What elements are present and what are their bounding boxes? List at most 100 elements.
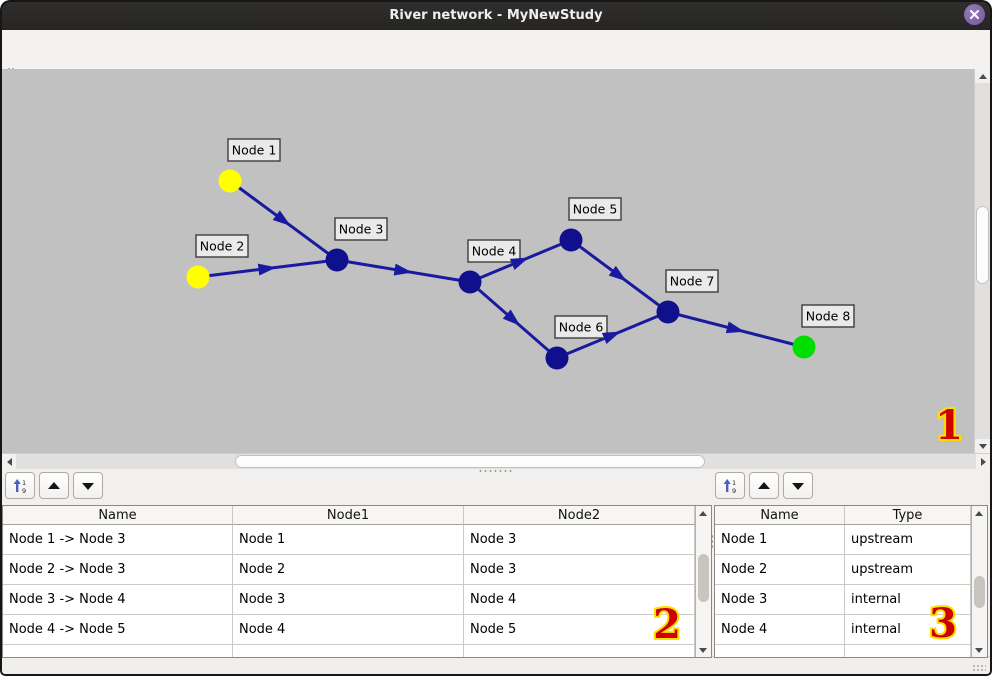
canvas-vertical-scrollbar[interactable]	[974, 69, 990, 453]
window-resize-grip[interactable]	[972, 664, 986, 672]
svg-text:9: 9	[732, 487, 736, 494]
node-label-box[interactable]	[554, 315, 608, 339]
table-cell[interactable]: Node 4 -> Node 5	[3, 615, 233, 645]
edge-arrow-icon[interactable]	[272, 210, 291, 226]
arrow-down-icon	[975, 647, 983, 653]
scroll-up-button[interactable]	[696, 506, 710, 520]
table-cell[interactable]: Node 2	[233, 555, 464, 585]
node-label-box[interactable]	[801, 304, 855, 328]
table-cell[interactable]	[233, 645, 464, 657]
edge-arrow-icon[interactable]	[393, 263, 413, 276]
table-cell[interactable]: Node 2	[715, 555, 845, 585]
node-label: Node 3	[339, 222, 384, 237]
node-node-2[interactable]	[186, 265, 210, 289]
node-label-box[interactable]	[227, 138, 281, 162]
table-cell[interactable]: Node 3	[233, 585, 464, 615]
close-button[interactable]	[964, 4, 985, 25]
node-label-box[interactable]	[568, 197, 622, 221]
table-cell[interactable]: Node 3	[464, 555, 695, 585]
column-header[interactable]: Node2	[464, 506, 695, 525]
edge-arrow-icon[interactable]	[725, 321, 745, 334]
table-cell[interactable]	[464, 645, 695, 657]
nodes-table-scrollbar[interactable]	[971, 506, 987, 657]
table-cell[interactable]: Node 3	[464, 525, 695, 555]
column-header[interactable]: Node1	[233, 506, 464, 525]
table-cell[interactable]: Node 1	[233, 525, 464, 555]
move-up-icon	[48, 481, 60, 489]
arrow-up-icon	[975, 510, 983, 516]
reaches-scroll-thumb[interactable]	[698, 554, 709, 602]
node-node-5[interactable]	[559, 228, 583, 252]
step-annotation-3: 3	[927, 600, 959, 647]
canvas-horizontal-scrollbar[interactable]	[2, 453, 990, 469]
node-label-box[interactable]	[665, 269, 719, 293]
column-header[interactable]: Name	[715, 506, 845, 525]
vertical-splitter-handle[interactable]	[710, 534, 714, 550]
table-cell[interactable]: Node 1	[715, 525, 845, 555]
nodes-sort-button[interactable]: 1 9	[715, 472, 745, 499]
edge-arrow-icon[interactable]	[608, 265, 627, 282]
titlebar[interactable]: River network - MyNewStudy	[0, 0, 992, 30]
table-cell[interactable]: Node 2 -> Node 3	[3, 555, 233, 585]
edge-arrow-icon[interactable]	[257, 263, 277, 276]
reaches-move-up-button[interactable]	[39, 472, 69, 499]
table-cell[interactable]	[3, 645, 233, 657]
canvas-vscroll-thumb[interactable]	[976, 206, 989, 284]
table-cell[interactable]	[845, 645, 971, 657]
scroll-down-button[interactable]	[696, 643, 710, 657]
scroll-down-button[interactable]	[975, 439, 990, 453]
move-down-icon	[82, 482, 94, 490]
edge-arrow-icon[interactable]	[502, 309, 521, 326]
table-cell[interactable]: internal	[845, 615, 971, 645]
node-label-box[interactable]	[467, 239, 521, 263]
column-header[interactable]: Name	[3, 506, 233, 525]
scroll-up-button[interactable]	[975, 69, 990, 83]
node-label: Node 7	[670, 274, 715, 289]
reaches-move-down-button[interactable]	[73, 472, 103, 499]
table-cell[interactable]: internal	[845, 585, 971, 615]
table-cell[interactable]: Node 3	[715, 585, 845, 615]
table-cell[interactable]: upstream	[845, 525, 971, 555]
node-node-4[interactable]	[458, 270, 482, 294]
scroll-left-button[interactable]	[2, 454, 16, 469]
reaches-sort-button[interactable]: 1 9	[5, 472, 35, 499]
node-label: Node 8	[806, 309, 851, 324]
table-cell[interactable]: Node 4	[233, 615, 464, 645]
node-label: Node 4	[472, 244, 517, 259]
canvas-hscroll-thumb[interactable]	[235, 455, 705, 468]
horizontal-splitter-handle[interactable]	[478, 469, 514, 473]
arrow-up-icon	[699, 510, 707, 516]
node-node-1[interactable]	[218, 169, 242, 193]
table-cell[interactable]	[715, 645, 845, 657]
nodes-move-down-button[interactable]	[783, 472, 813, 499]
table-cell[interactable]: Node 4	[715, 615, 845, 645]
table-cell[interactable]: Node 1 -> Node 3	[3, 525, 233, 555]
nodes-scroll-thumb[interactable]	[974, 576, 985, 608]
node-label-box[interactable]	[334, 217, 388, 241]
scroll-right-button[interactable]	[976, 454, 990, 469]
table-cell[interactable]: Node 4	[464, 585, 695, 615]
node-node-7[interactable]	[656, 300, 680, 324]
table-cell[interactable]: upstream	[845, 555, 971, 585]
node-node-6[interactable]	[545, 346, 569, 370]
table-cell[interactable]: Node 5	[464, 615, 695, 645]
node-label: Node 2	[200, 239, 245, 254]
column-header[interactable]: Type	[845, 506, 971, 525]
edge-arrow-icon[interactable]	[509, 257, 529, 270]
node-node-8[interactable]	[792, 335, 816, 359]
main-toolbar	[0, 30, 992, 93]
edge-arrow-icon[interactable]	[601, 331, 621, 344]
node-node-3[interactable]	[325, 248, 349, 272]
scroll-down-button[interactable]	[972, 643, 986, 657]
node-label-box[interactable]	[195, 234, 249, 258]
scroll-up-button[interactable]	[972, 506, 986, 520]
reaches-table-scrollbar[interactable]	[695, 506, 711, 657]
nodes-move-up-button[interactable]	[749, 472, 779, 499]
table-cell[interactable]: Node 3 -> Node 4	[3, 585, 233, 615]
